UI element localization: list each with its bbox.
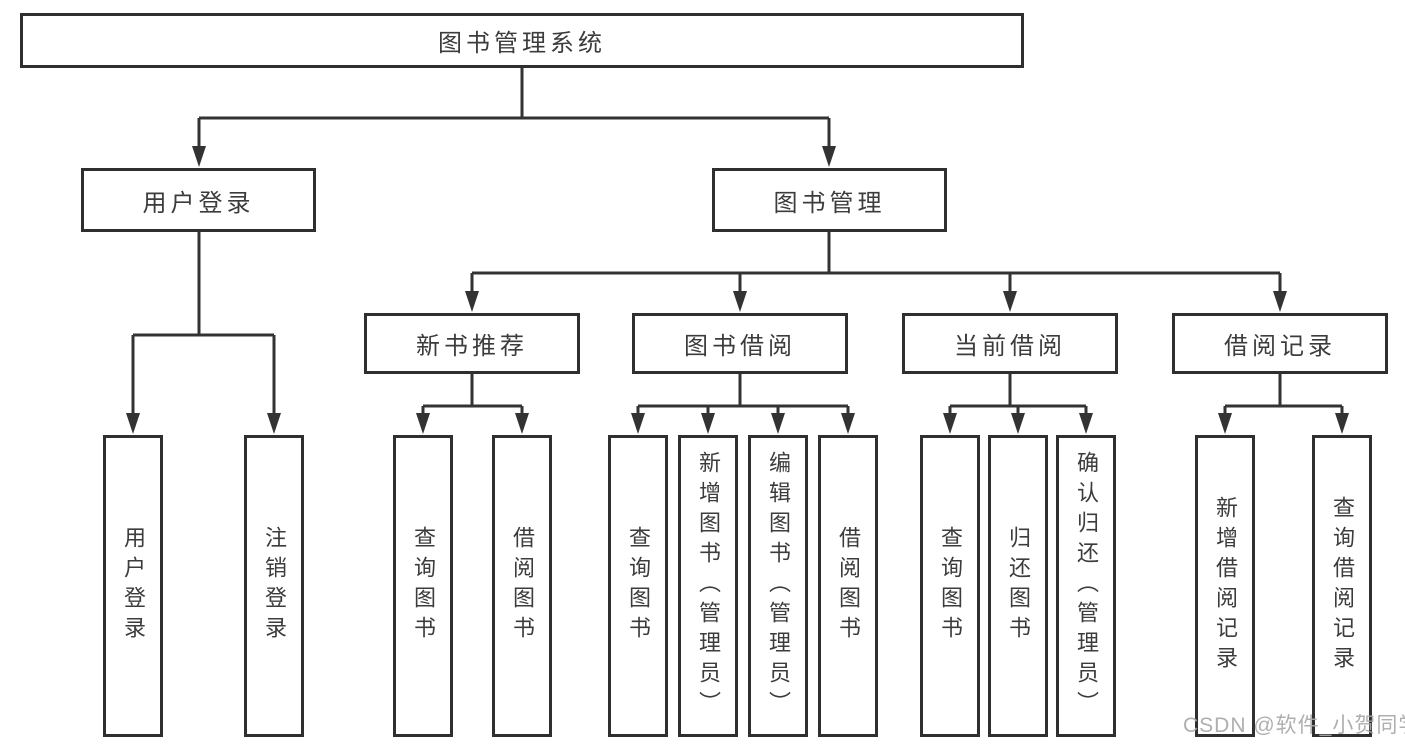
leaf-borrow-books: 借阅图书 xyxy=(492,435,552,737)
node-new-book-recommend: 新书推荐 xyxy=(364,313,580,374)
leaf-add-books-admin: 新增图书（管理员） xyxy=(678,435,738,737)
node-label: 借阅记录 xyxy=(1224,333,1336,360)
leaf-label: 查询图书 xyxy=(411,526,436,646)
node-label: 用户登录 xyxy=(142,189,255,217)
leaf-label: 归还图书 xyxy=(1006,526,1031,646)
node-book-management-branch: 图书管理 xyxy=(712,168,947,232)
leaf-label: 新增借阅记录 xyxy=(1213,496,1238,676)
leaf-label: 编辑图书（管理员） xyxy=(766,451,791,721)
leaf-label: 借阅图书 xyxy=(836,526,861,646)
node-label: 新书推荐 xyxy=(416,333,528,360)
leaf-label: 查询图书 xyxy=(626,526,651,646)
node-system-root: 图书管理系统 xyxy=(20,13,1024,68)
leaf-edit-books-admin: 编辑图书（管理员） xyxy=(748,435,808,737)
node-label: 当前借阅 xyxy=(954,333,1066,360)
leaf-borrow-books: 借阅图书 xyxy=(818,435,878,737)
leaf-return-books: 归还图书 xyxy=(988,435,1048,737)
leaf-query-borrow-record: 查询借阅记录 xyxy=(1312,435,1372,737)
leaf-label: 查询借阅记录 xyxy=(1330,496,1355,676)
leaf-label: 借阅图书 xyxy=(510,526,535,646)
csdn-watermark: CSDN @软件_小贺同学 xyxy=(1183,714,1405,737)
leaf-label: 新增图书（管理员） xyxy=(696,451,721,721)
leaf-user-login: 用户登录 xyxy=(103,435,163,737)
leaf-logout: 注销登录 xyxy=(244,435,304,737)
leaf-label: 用户登录 xyxy=(121,526,146,646)
leaf-add-borrow-record: 新增借阅记录 xyxy=(1195,435,1255,737)
node-current-borrow: 当前借阅 xyxy=(902,313,1118,374)
leaf-label: 查询图书 xyxy=(938,526,963,646)
arrowhead-icons xyxy=(126,146,1349,434)
leaf-confirm-return-admin: 确认归还（管理员） xyxy=(1056,435,1116,737)
node-label: 图书管理系统 xyxy=(438,30,606,57)
leaf-query-books: 查询图书 xyxy=(608,435,668,737)
leaf-query-books: 查询图书 xyxy=(920,435,980,737)
node-label: 图书管理 xyxy=(773,189,886,217)
node-user-login-branch: 用户登录 xyxy=(81,168,316,232)
node-borrow-record: 借阅记录 xyxy=(1172,313,1388,374)
leaf-query-books: 查询图书 xyxy=(393,435,453,737)
node-label: 图书借阅 xyxy=(684,333,796,360)
node-book-borrow: 图书借阅 xyxy=(632,313,848,374)
leaf-label: 注销登录 xyxy=(262,526,287,646)
leaf-label: 确认归还（管理员） xyxy=(1074,451,1099,721)
